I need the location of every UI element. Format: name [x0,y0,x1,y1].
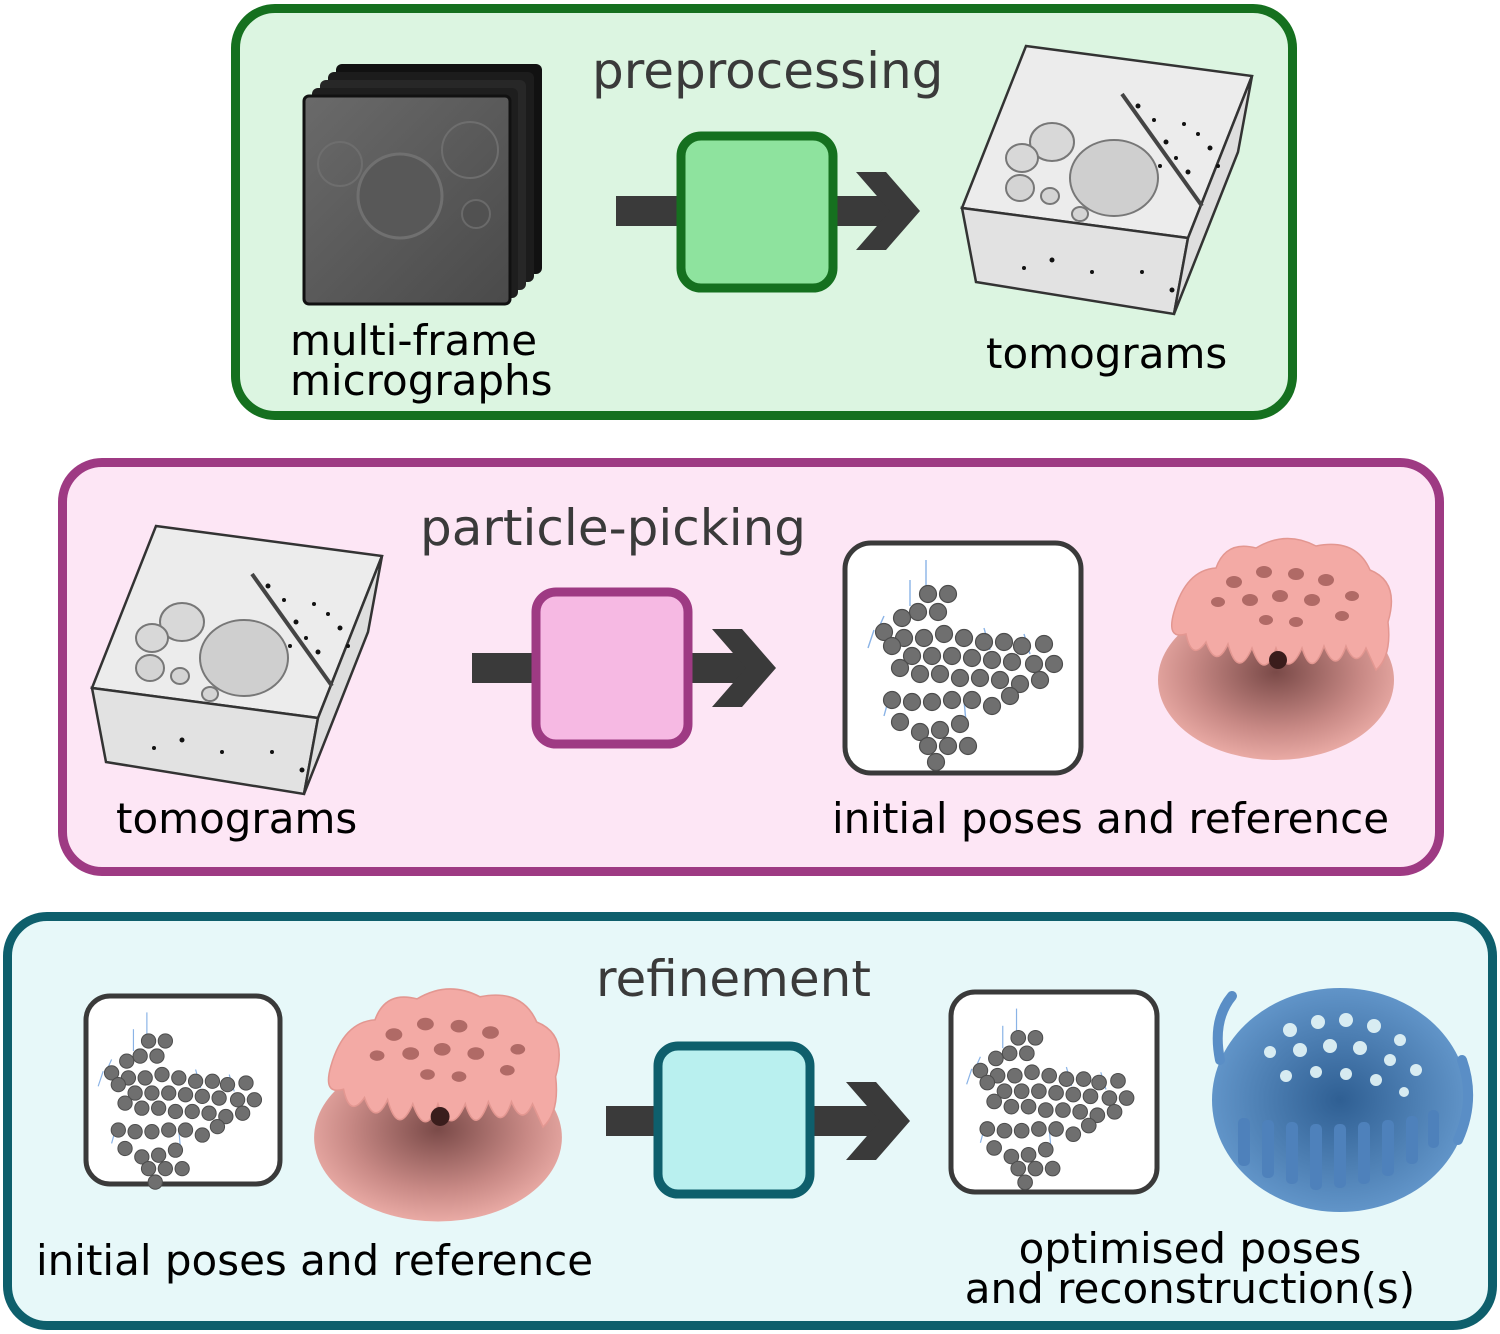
refinement-output-label-line2: and reconstruction(s) [964,1264,1416,1313]
tomograms-output-label: tomograms [986,329,1228,378]
tomogram-volume-icon-input [90,524,384,796]
refinement-output-label-line1: optimised poses [1018,1224,1362,1273]
particle-picking-title: particle-picking [420,499,807,557]
tomogram-volume-icon-output [960,44,1254,316]
picking-output-label: initial poses and reference [832,794,1390,843]
preprocessing-title: preprocessing [592,42,944,100]
refinement-title: refinement [596,950,871,1008]
process-box-icon-pick [531,587,693,749]
arrow-right-icon-ref [846,1082,910,1160]
reference-map-icon-ref [313,988,563,1223]
tomograms-input-label: tomograms [116,794,358,843]
arrow-right-icon [856,172,920,250]
process-box-icon-ref [653,1041,815,1199]
micrograph-stack-icon [302,64,542,306]
arrow-right-icon-pick [712,629,776,707]
process-box-icon-pre [676,131,838,293]
micrographs-label-line2: micrographs [290,356,553,405]
micrographs-label-line1: multi-frame [290,316,538,365]
reconstruction-map-icon [1212,988,1474,1212]
reference-map-icon-pick [1157,537,1395,761]
refinement-input-label: initial poses and reference [36,1236,594,1285]
